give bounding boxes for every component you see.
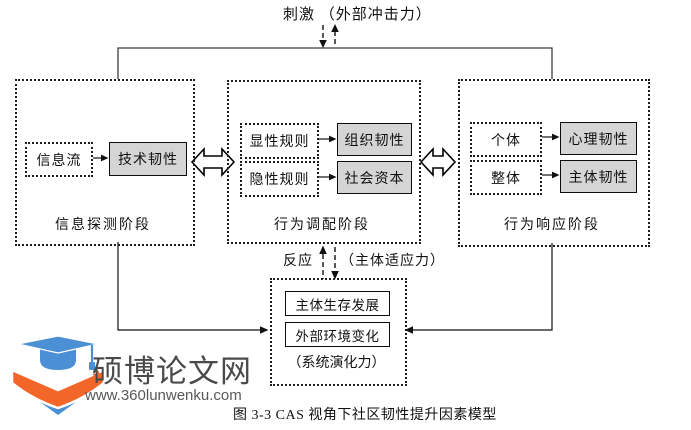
logo-pages-shape <box>26 392 90 415</box>
logo-book-shape <box>10 368 106 410</box>
evolution-box <box>270 278 407 386</box>
input-box-info-flow: 信息流 <box>25 142 93 177</box>
evolution-item-external-change: 外部环境变化 <box>285 322 390 347</box>
arrowhead-whole <box>552 171 560 179</box>
stimulus-down-arrowhead <box>319 40 327 48</box>
right-loop-line <box>413 243 553 331</box>
evolution-label: （系统演化力） <box>287 356 386 371</box>
output-box-psych-resilience: 心理韧性 <box>560 122 637 155</box>
stimulus-up-arrowhead <box>331 24 339 32</box>
reaction-label: 反应 <box>283 254 313 269</box>
stage-label-behavior-response: 行为响应阶段 <box>504 218 600 233</box>
input-box-implicit-rule: 隐性规则 <box>240 161 319 197</box>
arrowhead-explicit-rule <box>329 135 337 143</box>
logo-tassel-end <box>89 362 95 370</box>
adaptation-label: （主体适应力） <box>340 254 445 269</box>
left-loop-arrowhead <box>260 326 269 334</box>
right-loop-arrowhead <box>404 326 413 334</box>
output-box-subject-resilience: 主体韧性 <box>560 160 637 193</box>
stage-box-behavior-allocation <box>227 80 421 244</box>
top-connector-line <box>117 47 553 79</box>
evolution-item-subject-survival: 主体生存发展 <box>285 291 390 316</box>
site-url: www.360lunwenku.com <box>85 387 242 404</box>
reaction-down-arrowhead <box>331 271 339 280</box>
double-arrow-left-middle <box>190 146 236 178</box>
arrowhead-implicit-rule <box>329 173 337 181</box>
left-loop-line <box>117 242 260 331</box>
logo-cap-crown <box>40 348 76 370</box>
arrowhead-info-flow <box>101 154 109 162</box>
arrowhead-individual <box>552 133 560 141</box>
reaction-up-arrowhead <box>319 245 327 254</box>
double-arrow-middle-right <box>419 146 457 178</box>
figure-caption: 图 3-3 CAS 视角下社区韧性提升因素模型 <box>233 408 497 423</box>
output-box-social-capital: 社会资本 <box>337 161 412 194</box>
input-box-explicit-rule: 显性规则 <box>240 123 319 159</box>
stage-label-info-detection: 信息探测阶段 <box>55 218 151 233</box>
input-box-whole: 整体 <box>470 160 542 195</box>
stimulus-label: 刺激 （外部冲击力） <box>283 7 432 23</box>
site-logo-icon <box>10 335 106 415</box>
output-box-tech-resilience: 技术韧性 <box>109 142 187 176</box>
stage-box-behavior-response <box>458 79 650 247</box>
stage-box-info-detection <box>15 79 195 246</box>
logo-star <box>92 370 104 381</box>
logo-mortarboard <box>17 335 99 354</box>
site-name: 硕博论文网 <box>92 354 252 389</box>
stage-label-behavior-allocation: 行为调配阶段 <box>274 218 370 233</box>
input-box-individual: 个体 <box>470 122 542 157</box>
output-box-org-resilience: 组织韧性 <box>337 123 412 156</box>
